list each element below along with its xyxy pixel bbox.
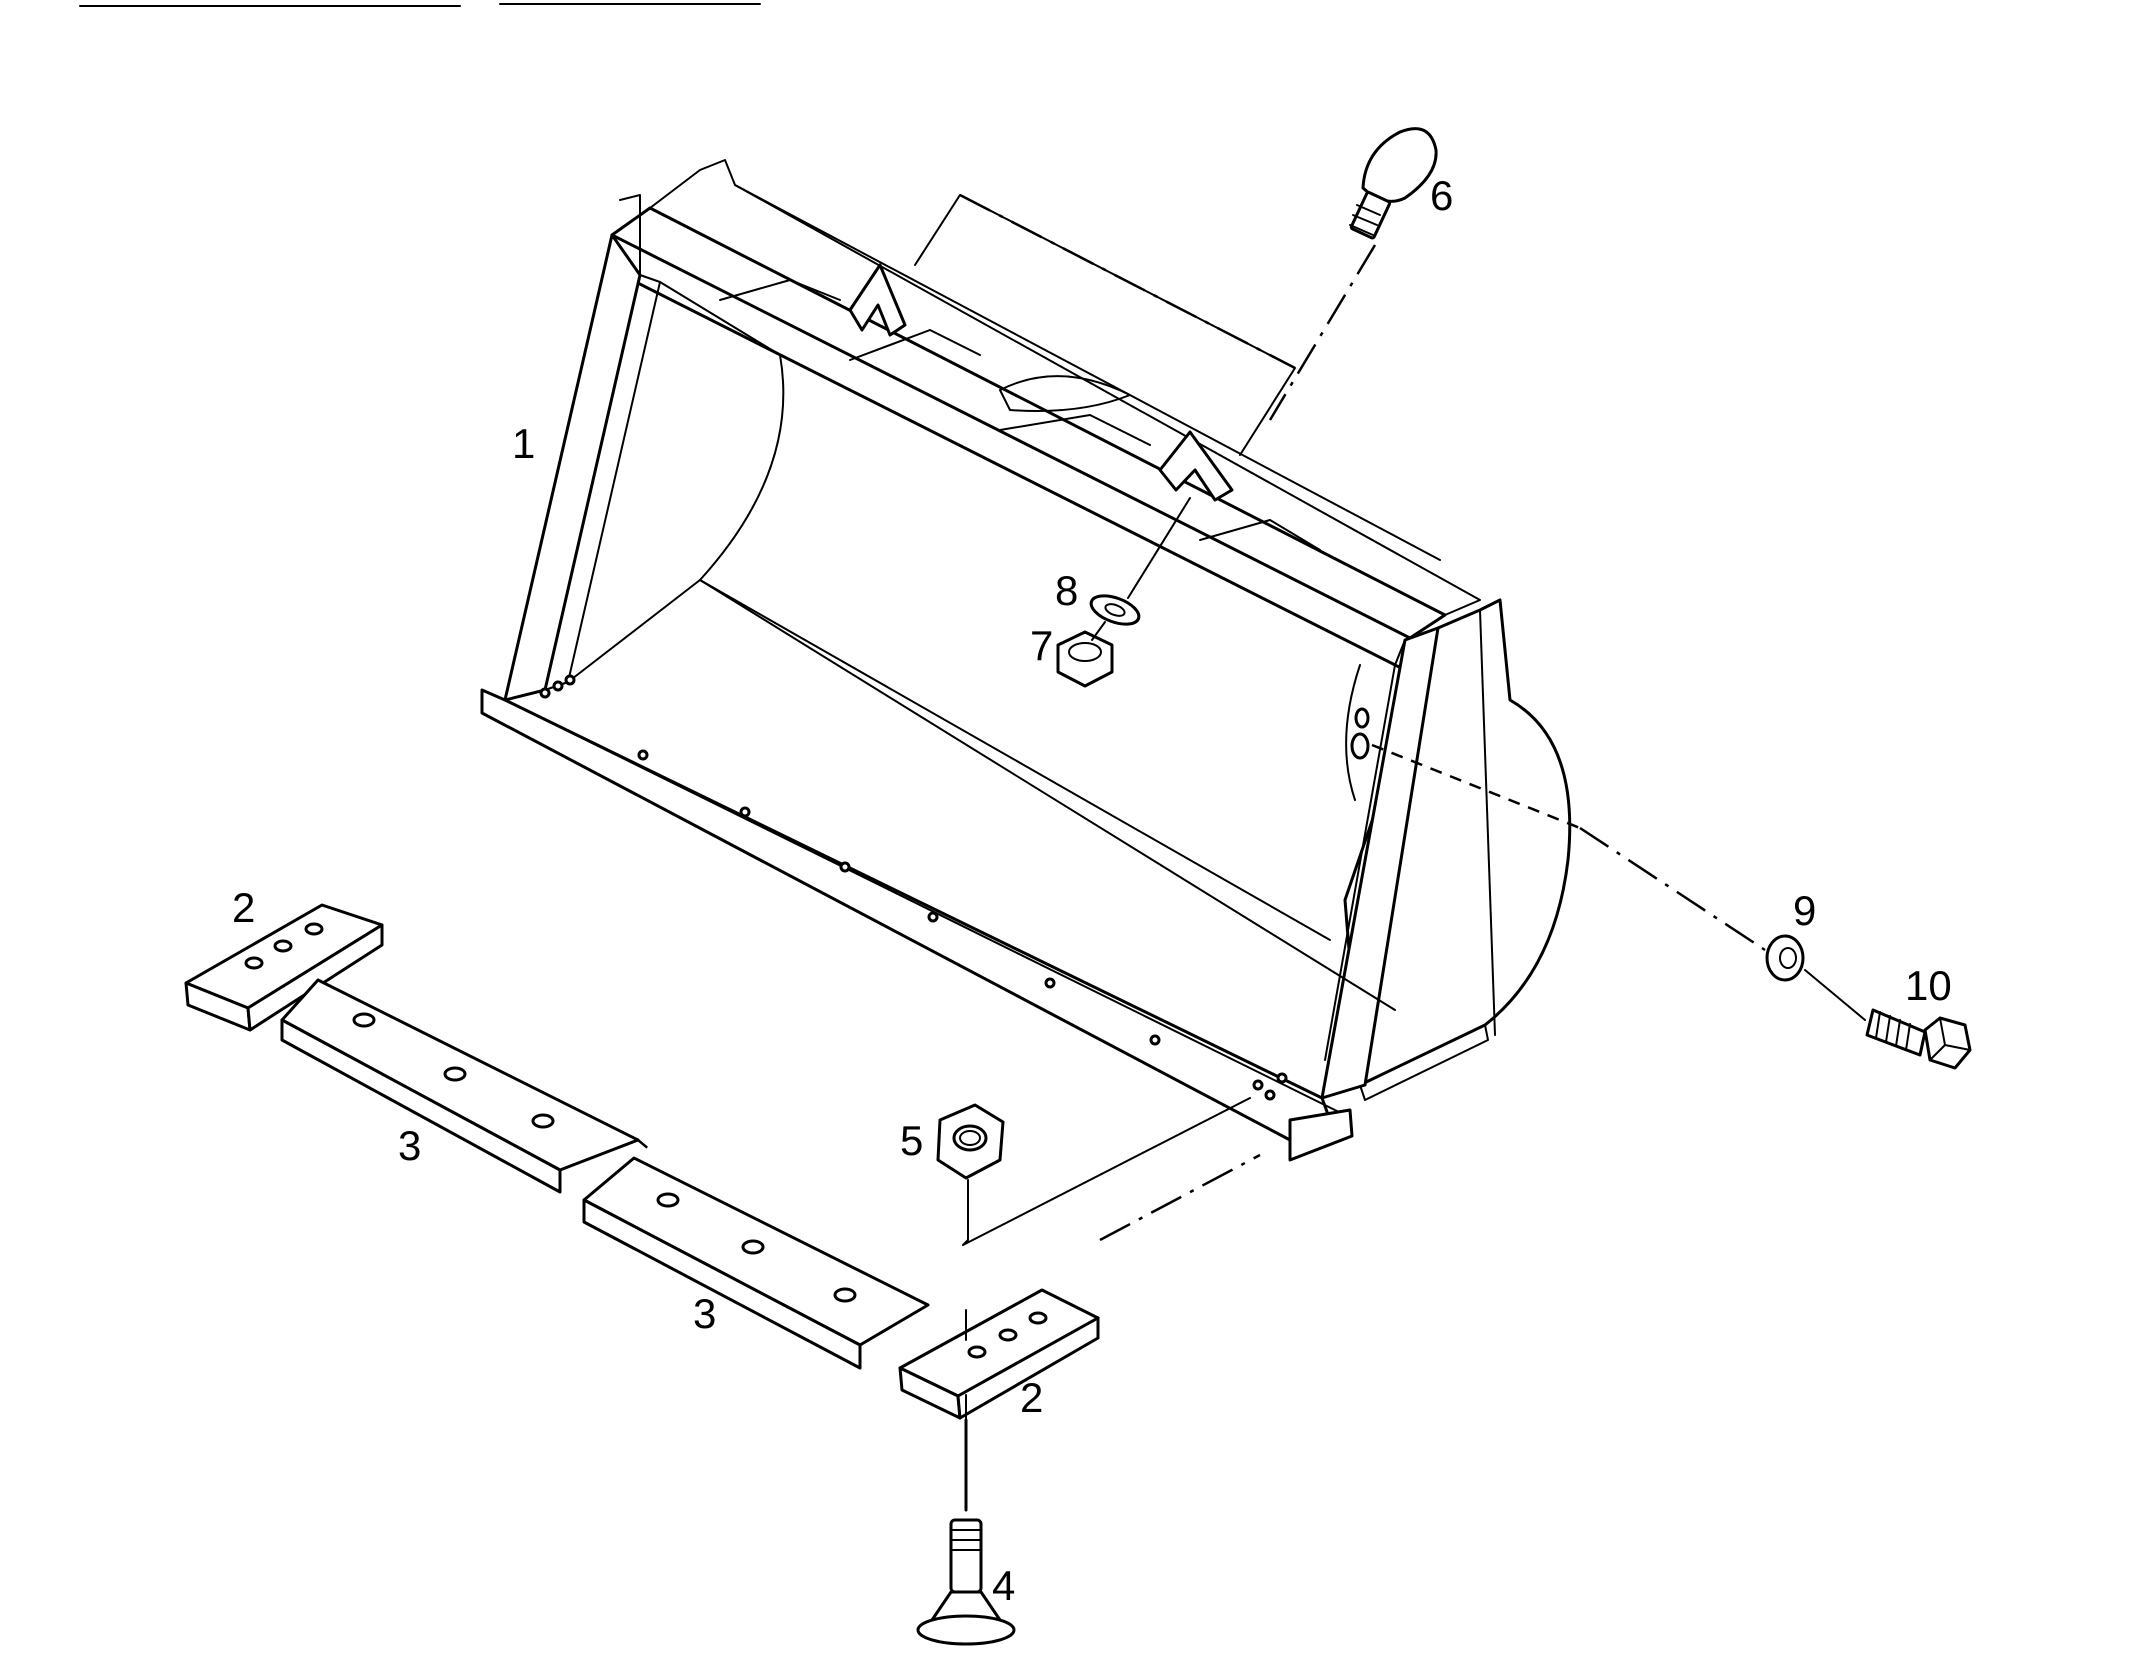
callout-5: 5: [900, 1117, 923, 1164]
callout-9: 9: [1793, 887, 1816, 934]
callout-labels: 1 2 2 3 3 4 5 6 7 8 9 10: [232, 172, 1952, 1609]
part-5-nut: [936, 1097, 1251, 1246]
callout-2-right: 2: [1020, 1374, 1043, 1421]
callout-8: 8: [1055, 567, 1078, 614]
callout-3-lower: 3: [693, 1290, 716, 1337]
part-8-washer: [1089, 594, 1141, 626]
callout-3-upper: 3: [398, 1122, 421, 1169]
assembly-lines: [637, 193, 1866, 1421]
callout-1: 1: [512, 420, 535, 467]
part-3-cutting-edge-lower: [582, 1156, 930, 1370]
part-4-plow-bolt: [916, 1418, 1016, 1646]
callout-10: 10: [1905, 962, 1952, 1009]
callout-2-left: 2: [232, 884, 255, 931]
callout-6: 6: [1430, 172, 1453, 219]
callout-7: 7: [1030, 622, 1053, 669]
part-10-hex-bolt: [1865, 1008, 1972, 1070]
callout-4: 4: [992, 1562, 1015, 1609]
part-3-cutting-edge-upper: [280, 978, 640, 1194]
part-1-bucket: [480, 159, 1572, 1162]
part-7-nut: [1056, 630, 1114, 688]
part-9-washer: [1765, 934, 1805, 982]
scan-top-edge: [79, 3, 761, 7]
part-2-corner-segment-left: [184, 903, 384, 1032]
part-6-knob: [1349, 127, 1438, 240]
part-2-corner-segment-right: [898, 1288, 1100, 1420]
